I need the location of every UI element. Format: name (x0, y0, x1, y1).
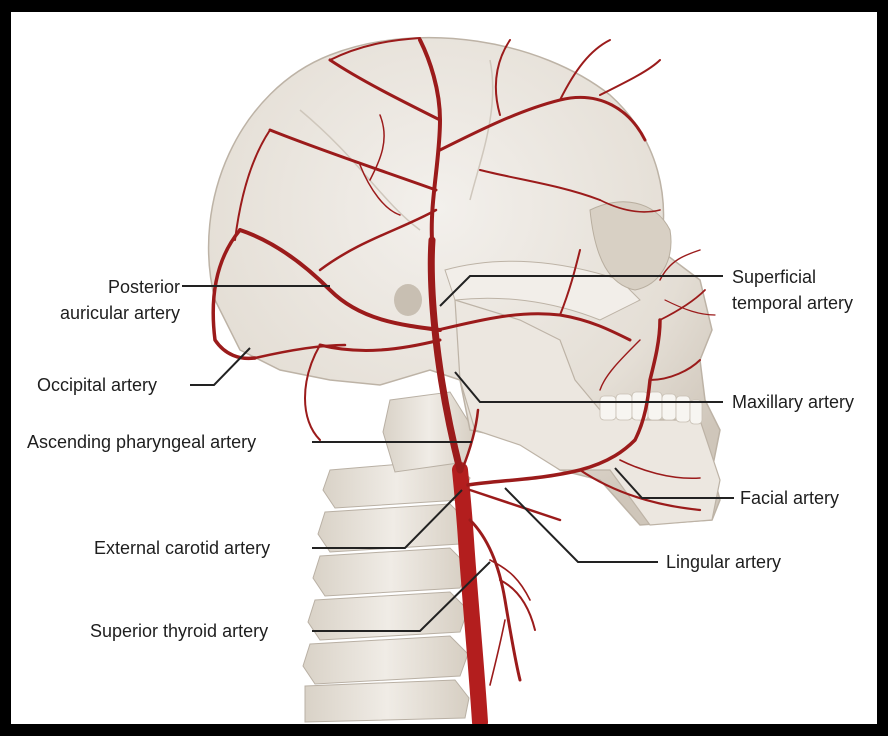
label-superior-thyroid-artery: Superior thyroid artery (90, 620, 268, 642)
label-facial-artery: Facial artery (740, 487, 839, 509)
label-superficial-temporal-line2: temporal artery (732, 292, 853, 314)
label-superficial-temporal-line1: Superficial (732, 266, 853, 288)
figure-panel: Posterior auricular artery Occipital art… (11, 12, 877, 724)
anatomy-illustration (11, 12, 877, 724)
label-posterior-auricular-line2: auricular artery (11, 302, 180, 324)
label-maxillary-artery: Maxillary artery (732, 391, 854, 413)
label-ascending-pharyngeal-artery: Ascending pharyngeal artery (27, 431, 256, 453)
label-external-carotid-artery: External carotid artery (94, 537, 270, 559)
label-posterior-auricular-artery: Posterior auricular artery (11, 276, 180, 324)
label-occipital-artery: Occipital artery (37, 374, 157, 396)
label-posterior-auricular-line1: Posterior (11, 276, 180, 298)
label-lingular-artery: Lingular artery (666, 551, 781, 573)
label-superficial-temporal-artery: Superficial temporal artery (732, 266, 853, 314)
